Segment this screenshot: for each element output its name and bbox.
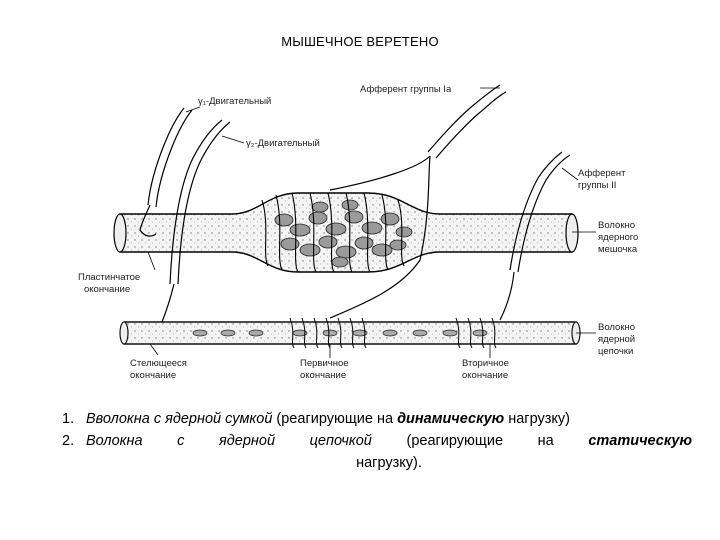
caption-mid: (реагирующие на (272, 411, 398, 427)
label-afferent-ia: Афферент группы Ia (360, 84, 452, 95)
caption-number: 1. (62, 411, 75, 427)
label-afferent-ii-line2: группы II (578, 180, 616, 191)
caption-text: Волокна с ядерной цепочкой (реагирующие … (86, 430, 692, 452)
label-gamma1-motor: γ₁-Двигательный (198, 96, 271, 107)
chain-nuclei (192, 329, 488, 337)
muscle-spindle-diagram: γ₁-Двигательный γ₂-Двигательный Афферент… (78, 84, 638, 381)
caption-continuation: нагрузку). (356, 455, 422, 471)
label-plate-ending-line2: окончание (84, 284, 130, 295)
nuclear-bag-fiber (113, 192, 579, 273)
nuclear-chain-fiber (119, 317, 581, 349)
caption-list: 1. Вволокна с ядерной сумкой (реагирующи… (62, 408, 692, 474)
caption-number: 2. (62, 433, 75, 449)
caption-item-1: 1. Вволокна с ядерной сумкой (реагирующи… (62, 408, 692, 430)
caption-item-2: 2. Волокна с ядерной цепочкой (реагирующ… (62, 430, 692, 452)
label-afferent-ii-line1: Афферент (578, 168, 626, 179)
label-primary-ending-line1: Первичное (300, 358, 349, 369)
label-bag-fiber-line3: мешочка (598, 244, 638, 255)
page-title: МЫШЕЧНОЕ ВЕРЕТЕНО (281, 34, 439, 49)
label-primary-ending-line2: окончание (300, 370, 346, 381)
gamma2-motor-nerve (161, 119, 231, 323)
label-chain-fiber-line1: Волокно (598, 322, 635, 333)
label-trail-ending-line1: Стелющееся (130, 358, 187, 369)
label-chain-fiber-line3: цепочки (598, 346, 633, 357)
primary-ending-spiral-chain (289, 317, 497, 349)
label-bag-fiber-line1: Волокно (598, 220, 635, 231)
label-plate-ending-line1: Пластинчатое (78, 272, 140, 283)
nuclei-cluster (274, 199, 413, 268)
leader-lines (147, 87, 596, 358)
caption-term: Волокна с ядерной цепочкой (86, 433, 372, 449)
caption-mid: (реагирующие на (371, 433, 589, 449)
label-secondary-ending-line1: Вторичное (462, 358, 509, 369)
primary-ending-spiral-bag (261, 192, 405, 273)
label-trail-ending-line2: окончание (130, 370, 176, 381)
afferent-ia-nerve (329, 84, 507, 319)
caption-after: нагрузку) (504, 411, 570, 427)
caption-emphasis: динамическую (397, 411, 505, 427)
caption-term: Вволокна с ядерной сумкой (86, 411, 273, 427)
label-gamma2-motor: γ₂-Двигательный (246, 138, 320, 149)
caption-text: Вволокна с ядерной сумкой (реагирующие н… (86, 408, 692, 430)
afferent-ii-nerve (499, 151, 571, 321)
label-secondary-ending-line2: окончание (462, 370, 508, 381)
caption-emphasis: статическую (588, 433, 692, 449)
label-chain-fiber-line2: ядерной (598, 334, 635, 345)
label-bag-fiber-line2: ядерного (598, 232, 638, 243)
gamma1-motor-nerve (139, 107, 193, 237)
